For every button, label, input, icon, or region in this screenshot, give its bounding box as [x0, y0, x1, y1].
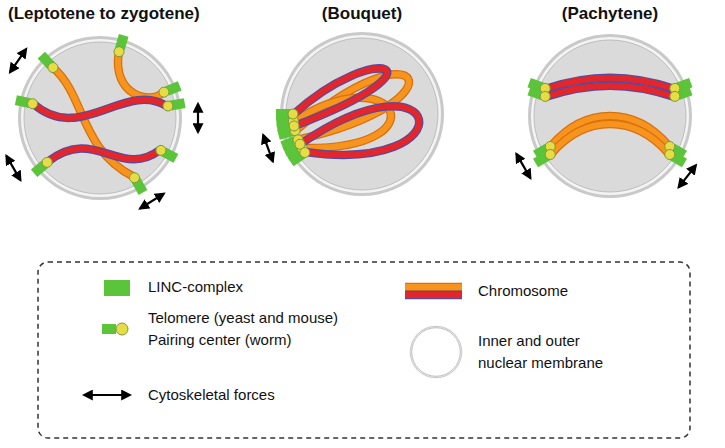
stage-heading: (Leptotene to zygotene) [8, 4, 200, 24]
legend-label: Cytoskeletal forces [148, 384, 348, 406]
telomere [665, 150, 675, 160]
telomere [28, 99, 38, 109]
chromosome [33, 100, 166, 118]
chromosome [118, 53, 163, 98]
telomere [288, 109, 298, 119]
telomere [48, 63, 58, 73]
force-arrow [6, 156, 20, 180]
chromosome-edge [33, 100, 166, 118]
legend-label: Inner and outer nuclear membrane [478, 330, 620, 374]
perinuclear-space [21, 39, 179, 197]
stage-heading: (Bouquet) [322, 4, 402, 24]
telomere [159, 87, 169, 97]
legend-frame [38, 262, 690, 438]
chromosome [551, 124, 669, 154]
force-arrow [263, 135, 273, 161]
telomere [156, 145, 166, 155]
telomere [545, 150, 555, 160]
inner-membrane [534, 40, 686, 192]
telomere [42, 157, 52, 167]
telomere [114, 47, 124, 57]
chromosome-sample-edge [405, 283, 462, 292]
perinuclear-space [531, 37, 689, 195]
chromosome-edge [294, 68, 387, 125]
outer-membrane [280, 32, 444, 196]
force-arrow [679, 165, 696, 187]
inner-membrane [412, 328, 461, 377]
force-arrow [516, 154, 530, 178]
chromosome-edge [546, 86, 674, 97]
perinuclear-space [283, 35, 441, 193]
legend-swatch [104, 280, 130, 296]
telomere [670, 91, 680, 101]
force-arrow [140, 194, 164, 209]
telomere [300, 148, 310, 158]
telomere [130, 173, 140, 183]
telomere [540, 91, 550, 101]
telomere-sample [116, 323, 128, 335]
perinuclear-space [411, 327, 462, 378]
legend-label: Chromosome [478, 280, 668, 302]
chromosome-edge [551, 124, 669, 154]
chromosome [48, 149, 160, 162]
force-arrow [10, 49, 26, 72]
inner-membrane [24, 42, 176, 194]
chromosome-sample [405, 292, 462, 298]
chromosome-edge [118, 53, 163, 98]
outer-membrane [410, 326, 462, 378]
telomere [289, 121, 299, 131]
inner-membrane [286, 38, 438, 190]
chromosome-sample-edge [405, 291, 462, 300]
legend-label: LINC-complex [148, 276, 348, 298]
outer-membrane [528, 34, 692, 198]
outer-membrane [18, 36, 182, 200]
force-arrow [197, 104, 199, 132]
legend-label: Telomere (yeast and mouse) Pairing cente… [148, 307, 363, 351]
telomere [163, 101, 173, 111]
stage-heading: (Pachytene) [562, 4, 658, 24]
telomere-sample-linc [102, 324, 116, 334]
chromosome-edge [48, 149, 160, 162]
chromosome-sample [405, 284, 462, 290]
chromosome [546, 86, 674, 97]
chromosome [294, 68, 387, 125]
force-arrow-sample [84, 394, 130, 396]
